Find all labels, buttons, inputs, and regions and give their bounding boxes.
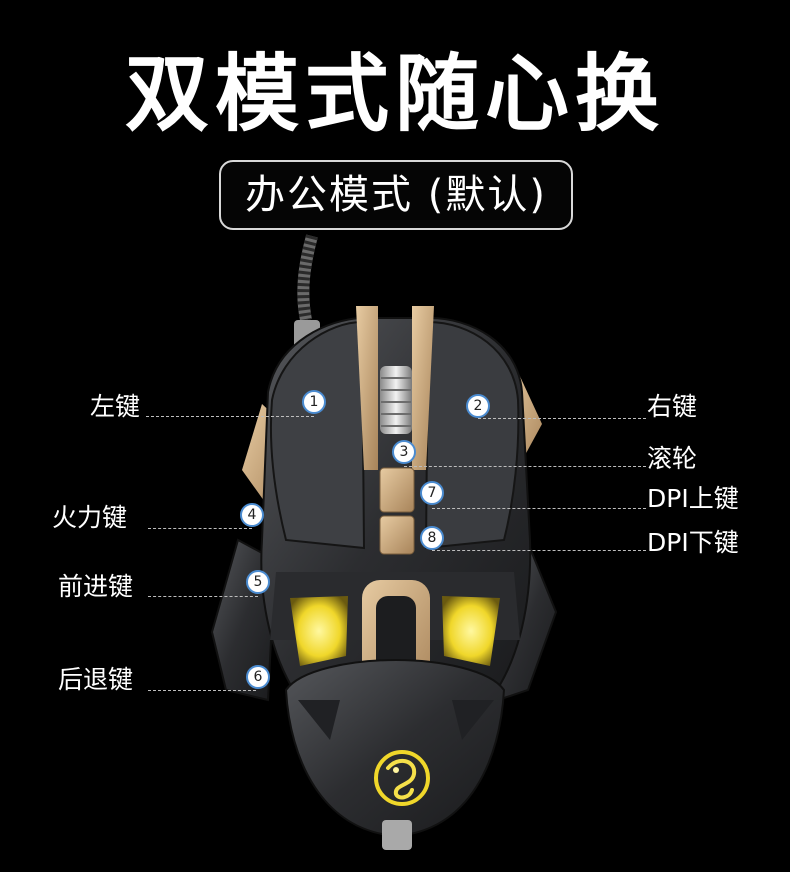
marker-8: 8 — [420, 526, 444, 550]
leader-line-scroll — [404, 466, 646, 467]
leader-line-right-button — [478, 418, 646, 419]
marker-5: 5 — [246, 570, 270, 594]
label-right-button: 右键 — [647, 392, 698, 421]
marker-1: 1 — [302, 390, 326, 414]
leader-line-dpi-down — [432, 550, 646, 551]
marker-7: 7 — [420, 481, 444, 505]
leader-line-left-button — [146, 416, 314, 417]
label-dpi-up: DPI上键 — [647, 484, 739, 513]
marker-4: 4 — [240, 503, 264, 527]
leader-line-dpi-up — [432, 508, 646, 509]
page-title: 双模式随心换 — [124, 45, 665, 143]
marker-2: 2 — [466, 394, 490, 418]
dragon-logo-icon — [374, 750, 430, 806]
leader-line-back — [148, 690, 256, 691]
label-left-button: 左键 — [90, 392, 141, 421]
leader-line-fire — [148, 528, 252, 529]
label-forward-button: 前进键 — [58, 572, 134, 601]
label-fire-button: 火力键 — [52, 503, 128, 532]
label-back-button: 后退键 — [58, 665, 134, 694]
marker-6: 6 — [246, 665, 270, 689]
label-dpi-down: DPI下键 — [647, 528, 739, 557]
mode-badge: 办公模式 (默认) — [219, 160, 573, 230]
leader-line-forward — [148, 596, 258, 597]
label-scroll-wheel: 滚轮 — [647, 444, 698, 473]
marker-3: 3 — [392, 440, 416, 464]
